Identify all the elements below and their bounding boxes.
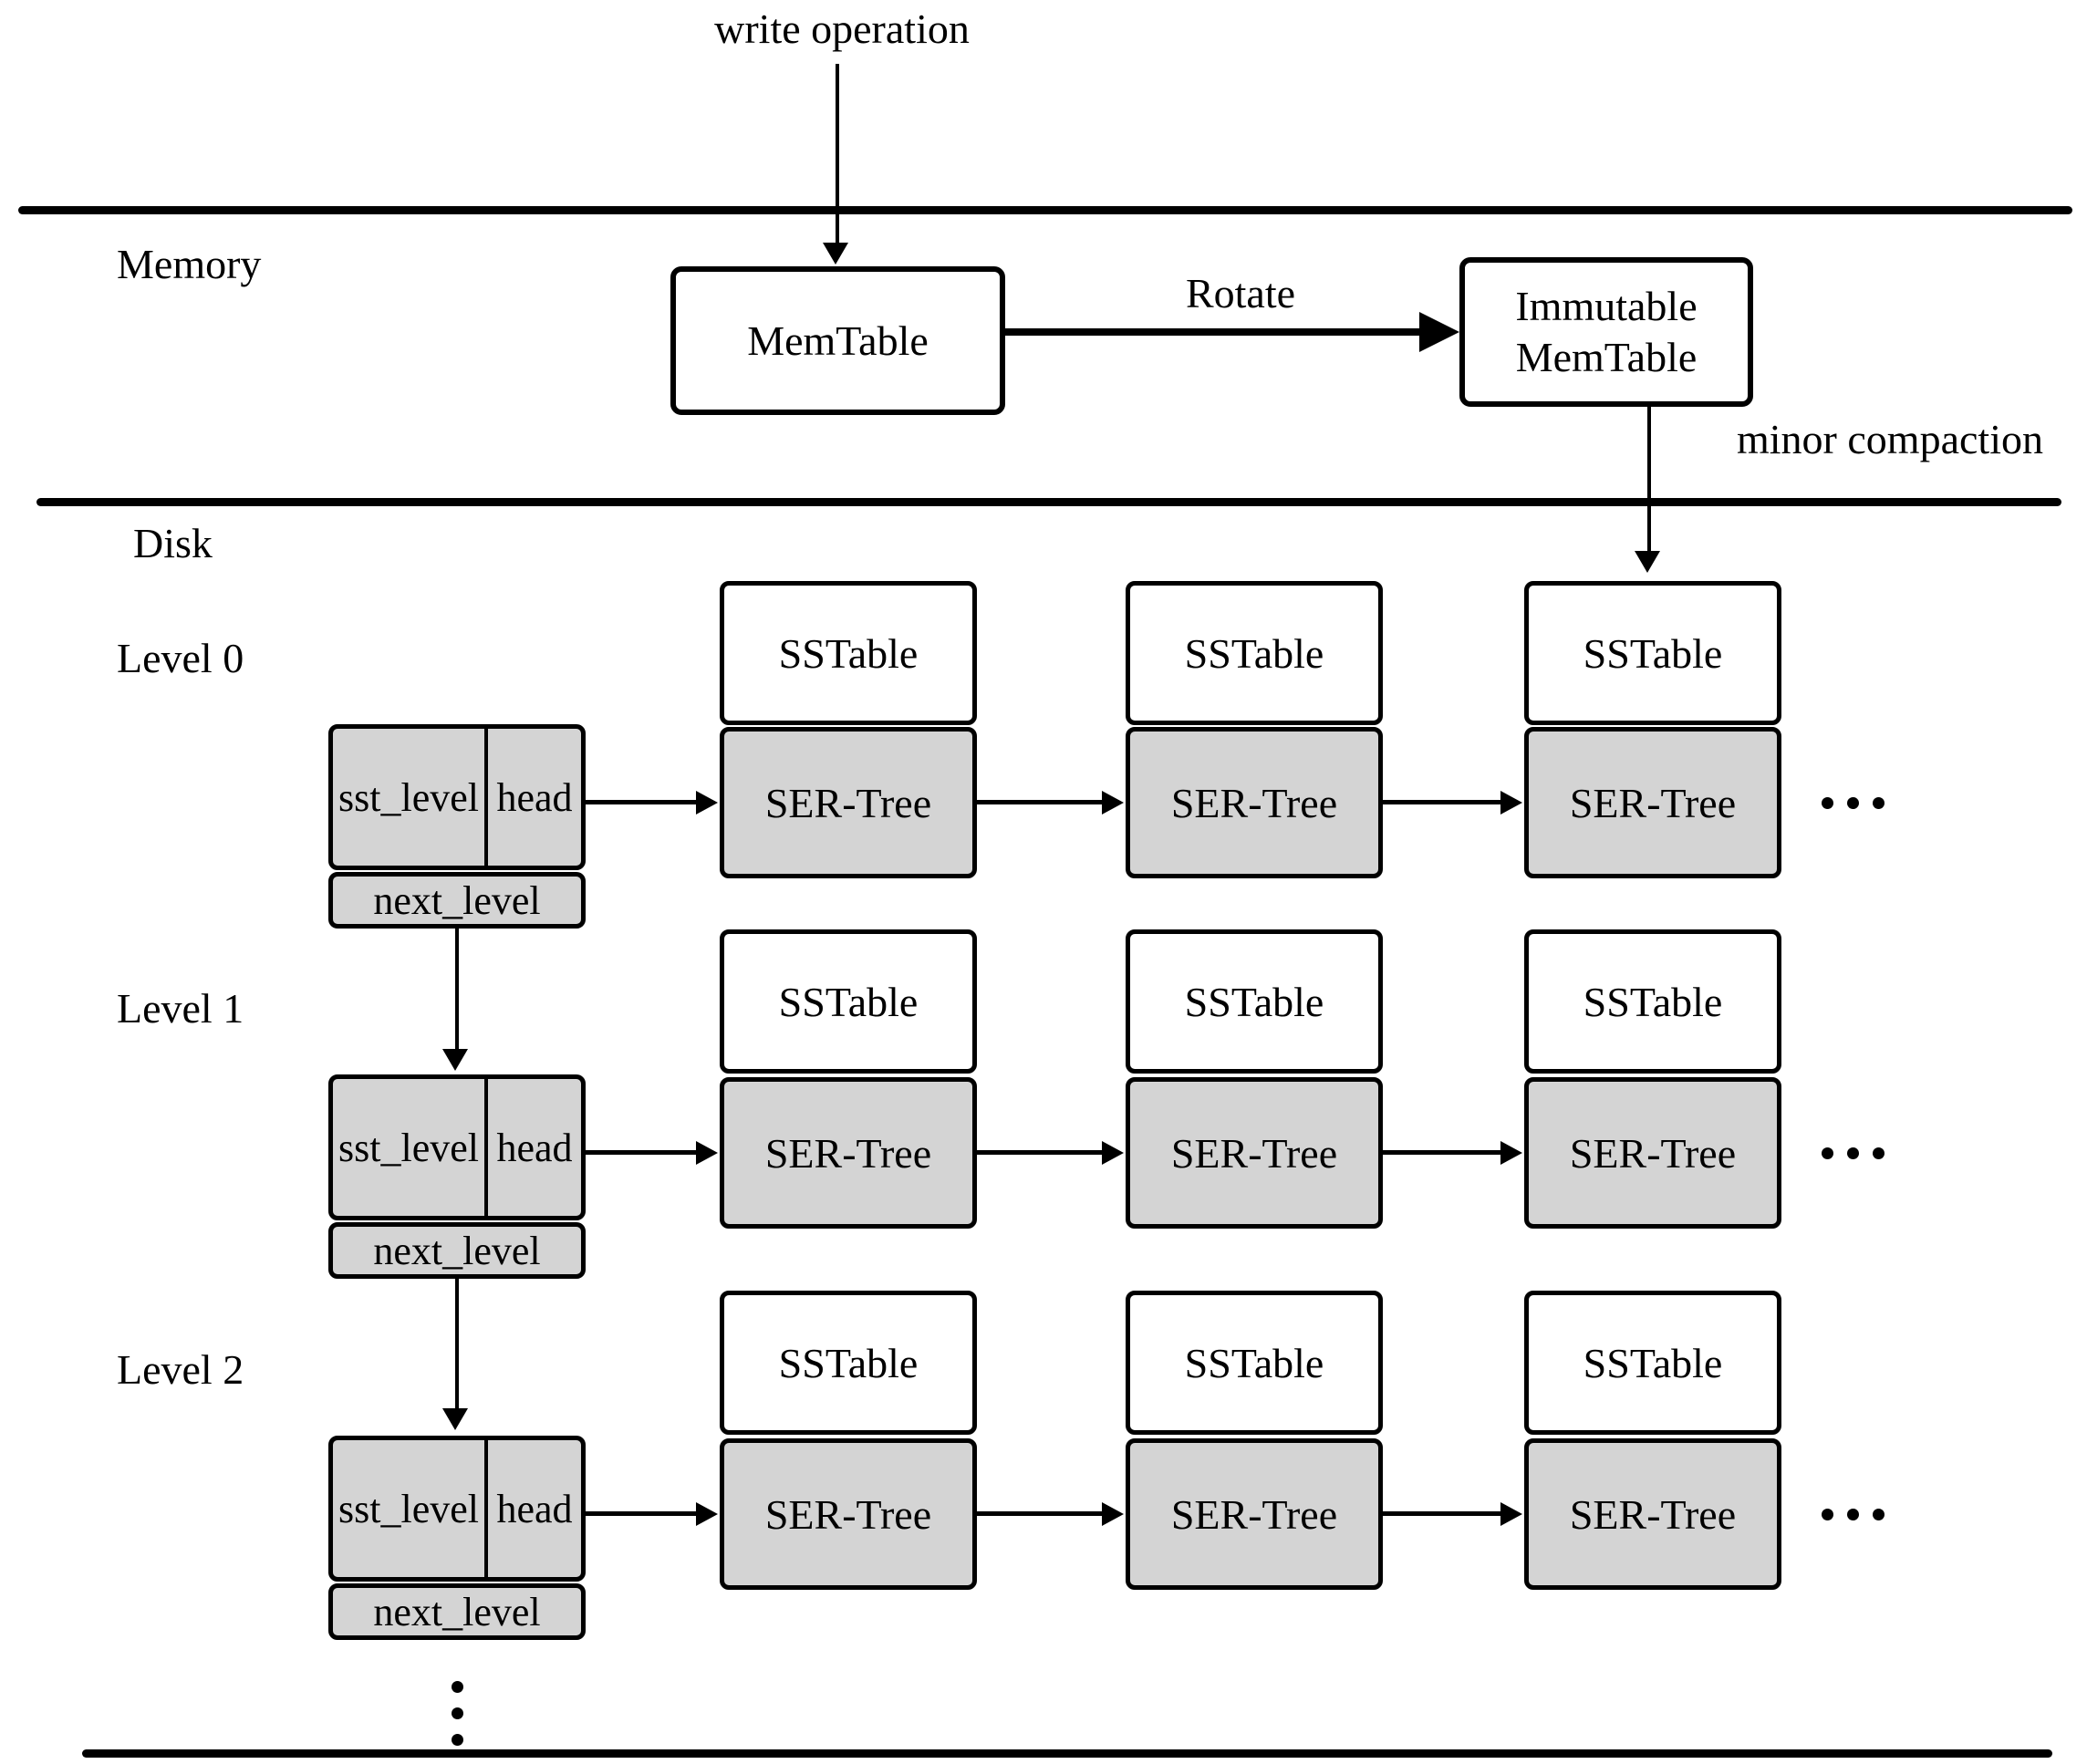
level-0-sstable-box-1: SSTable (720, 581, 977, 725)
level-0-label: Level 0 (117, 635, 244, 681)
level-1-ser-tree-box-1: SER-Tree (720, 1077, 977, 1229)
level-2-head-cell: head (496, 1486, 573, 1531)
level-0-sst-level-cell: sst_level (338, 774, 479, 820)
level-0-chain-arrow-1-line (977, 800, 1102, 804)
memory-boundary-line (18, 206, 2072, 214)
immutable-memtable-box: Immutable MemTable (1459, 257, 1753, 407)
disk-label: Disk (133, 520, 213, 566)
level-1-next-level-arrow-head-icon (442, 1408, 468, 1430)
level-2-label: Level 2 (117, 1346, 244, 1393)
memtable-box: MemTable (670, 266, 1005, 415)
level-0-head-arrow-line (586, 800, 696, 804)
level-2-sstable-box-3: SSTable (1524, 1291, 1781, 1435)
write-operation-label: write operation (714, 5, 970, 52)
level-2-head-arrow-line (586, 1511, 696, 1516)
level-2-pointer-cells: sst_level head (333, 1440, 581, 1577)
level-1-chain-arrow-2-head-icon (1500, 1141, 1522, 1165)
level-0-pointer-cells: sst_level head (333, 729, 581, 866)
write-arrow-head-icon (823, 243, 848, 265)
level-2-ser-tree-box-2: SER-Tree (1126, 1438, 1383, 1590)
level-2-chain-arrow-1-head-icon (1102, 1502, 1124, 1526)
level-0-sstable-box-2: SSTable (1126, 581, 1383, 725)
level-2-next-level-box: next_level (328, 1583, 586, 1640)
level-0-head-cell: head (496, 774, 573, 820)
level-0-chain-arrow-1-head-icon (1102, 791, 1124, 815)
level-0-pointer-box: sst_level head (328, 724, 586, 870)
rotate-arrow-head-icon (1419, 312, 1459, 352)
level-1-pointer-cells: sst_level head (333, 1079, 581, 1216)
level-0-next-level-box: next_level (328, 872, 586, 929)
level-0-ser-tree-box-3: SER-Tree (1524, 727, 1781, 878)
level-2-ser-tree-box-3: SER-Tree (1524, 1438, 1781, 1590)
level-1-head-cell: head (496, 1125, 573, 1170)
level-2-pointer-divider (484, 1440, 488, 1577)
level-0-next-level-arrow-line (455, 929, 459, 1051)
rotate-label: Rotate (1185, 270, 1296, 316)
level-2-head-arrow-head-icon (696, 1502, 718, 1526)
level-2-sstable-box-2: SSTable (1126, 1291, 1383, 1435)
level-1-sstable-box-3: SSTable (1524, 929, 1781, 1074)
level-1-pointer-divider (484, 1079, 488, 1216)
minor-compaction-arrow-line (1647, 407, 1651, 553)
minor-compaction-arrow-head-icon (1635, 551, 1660, 573)
level-1-ser-tree-box-3: SER-Tree (1524, 1077, 1781, 1229)
level-1-head-arrow-head-icon (696, 1141, 718, 1165)
level-2-sstable-box-1: SSTable (720, 1291, 977, 1435)
level-1-chain-arrow-2-line (1383, 1150, 1500, 1155)
minor-compaction-label: minor compaction (1737, 416, 2043, 462)
rotate-arrow-line (1005, 328, 1419, 336)
level-1-pointer-box: sst_level head (328, 1074, 586, 1220)
memory-label: Memory (117, 241, 262, 287)
level-1-chain-arrow-1-line (977, 1150, 1102, 1155)
level-2-chain-arrow-1-line (977, 1511, 1102, 1516)
level-0-head-arrow-head-icon (696, 791, 718, 815)
level-1-sstable-box-2: SSTable (1126, 929, 1383, 1074)
memtable-label: MemTable (747, 317, 929, 364)
write-arrow-line (836, 64, 839, 244)
level-1-head-arrow-line (586, 1150, 696, 1155)
level-0-ser-tree-box-2: SER-Tree (1126, 727, 1383, 878)
level-0-pointer-divider (484, 729, 488, 866)
level-2-sst-level-cell: sst_level (338, 1486, 479, 1531)
level-1-label: Level 1 (117, 985, 244, 1032)
level-1-sst-level-cell: sst_level (338, 1125, 479, 1170)
level-1-ser-tree-box-2: SER-Tree (1126, 1077, 1383, 1229)
immutable-memtable-label-line2: MemTable (1515, 334, 1698, 380)
level-1-chain-arrow-1-head-icon (1102, 1141, 1124, 1165)
level-2-chain-arrow-2-line (1383, 1511, 1500, 1516)
level-1-next-level-arrow-line (455, 1279, 459, 1410)
immutable-memtable-label-line1: Immutable (1515, 282, 1698, 329)
level-0-sstable-box-3: SSTable (1524, 581, 1781, 725)
level-2-chain-arrow-2-head-icon (1500, 1502, 1522, 1526)
immutable-memtable-label: Immutable MemTable (1515, 281, 1697, 383)
disk-bottom-line (82, 1749, 2052, 1758)
level-0-next-level-arrow-head-icon (442, 1049, 468, 1071)
disk-boundary-line (36, 498, 2061, 506)
level-2-pointer-box: sst_level head (328, 1436, 586, 1582)
level-2-ser-tree-box-1: SER-Tree (720, 1438, 977, 1590)
level-1-sstable-box-1: SSTable (720, 929, 977, 1074)
level-0-ser-tree-box-1: SER-Tree (720, 727, 977, 878)
level-0-chain-arrow-2-head-icon (1500, 791, 1522, 815)
level-0-chain-arrow-2-line (1383, 800, 1500, 804)
level-1-next-level-box: next_level (328, 1222, 586, 1279)
